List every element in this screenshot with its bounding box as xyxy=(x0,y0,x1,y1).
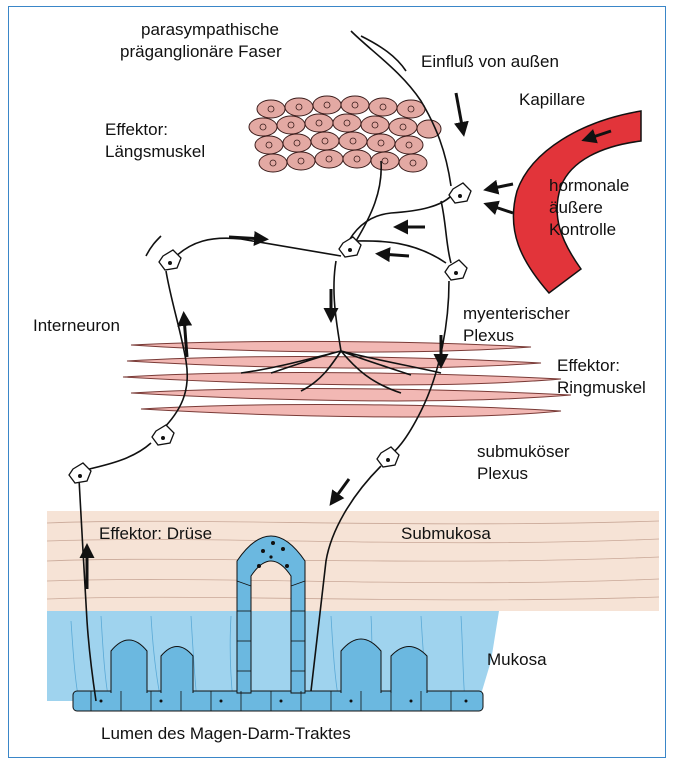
label-interneuron: Interneuron xyxy=(33,316,120,335)
label-praeganglionaere-faser: präganglionäre Faser xyxy=(120,42,282,61)
label-effektor-druese: Effektor: Drüse xyxy=(99,524,212,543)
label-effektor-laengsmuskel-2: Längsmuskel xyxy=(105,142,205,161)
label-aeussere: äußere xyxy=(549,198,603,217)
label-effektor-ringmuskel-2: Ringmuskel xyxy=(557,378,646,397)
label-kapillare: Kapillare xyxy=(519,90,585,109)
label-effektor-laengsmuskel-1: Effektor: xyxy=(105,120,168,139)
label-kontrolle: Kontrolle xyxy=(549,220,616,239)
longitudinal-muscle xyxy=(249,96,441,172)
label-myenterischer-plexus: Plexus xyxy=(463,326,514,345)
label-parasympathisch: parasympathische xyxy=(141,20,279,39)
label-submukoeser-plexus: Plexus xyxy=(477,464,528,483)
label-einfluss-von-aussen: Einfluß von außen xyxy=(421,52,559,71)
label-effektor-ringmuskel-1: Effektor: xyxy=(557,356,620,375)
label-lumen: Lumen des Magen-Darm-Traktes xyxy=(101,724,351,743)
neuron-nuclei xyxy=(78,194,462,478)
label-myenterischer: myenterischer xyxy=(463,304,570,323)
label-hormonale: hormonale xyxy=(549,176,629,195)
enteric-nervous-system-diagram: parasympathische präganglionäre Faser Ei… xyxy=(9,7,666,758)
label-submukoeser: submuköser xyxy=(477,442,570,461)
label-submukosa: Submukosa xyxy=(401,524,491,543)
figure-frame: parasympathische präganglionäre Faser Ei… xyxy=(8,6,666,758)
label-mukosa: Mukosa xyxy=(487,650,547,669)
